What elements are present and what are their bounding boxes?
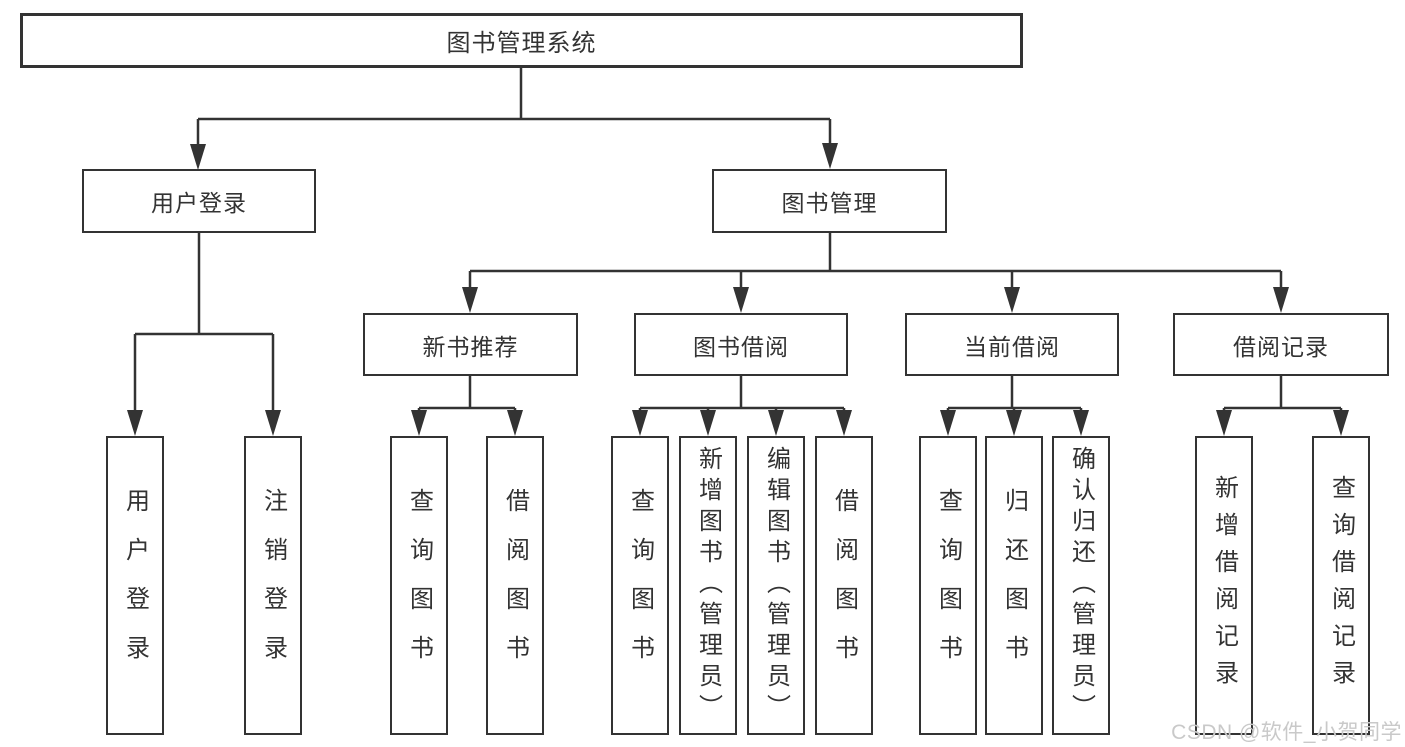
leaf-recommend-borrow-book: 借阅图书 bbox=[486, 436, 544, 735]
leaf-current-return-book: 归还图书 bbox=[985, 436, 1043, 735]
leaf-logout-login: 注销登录 bbox=[244, 436, 302, 735]
leaf-recommend-query-book: 查询图书 bbox=[390, 436, 448, 735]
leaf-user-login: 用户登录 bbox=[106, 436, 164, 735]
leaf-borrow-edit-book-admin: 编辑图书（管理员） bbox=[747, 436, 805, 735]
leaf-borrow-query-book: 查询图书 bbox=[611, 436, 669, 735]
leaf-user-login-label: 用户登录 bbox=[121, 487, 149, 684]
leaf-records-add-record: 新增借阅记录 bbox=[1195, 436, 1253, 735]
leaf-recommend-query-book-label: 查询图书 bbox=[405, 487, 433, 684]
leaf-borrow-add-book-admin-label: 新增图书（管理员） bbox=[694, 446, 722, 725]
node-borrow-records: 借阅记录 bbox=[1173, 313, 1389, 376]
leaf-current-confirm-return-admin: 确认归还（管理员） bbox=[1052, 436, 1110, 735]
node-library-management-system: 图书管理系统 bbox=[20, 13, 1023, 68]
node-new-book-recommend: 新书推荐 bbox=[363, 313, 578, 376]
leaf-records-add-record-label: 新增借阅记录 bbox=[1210, 474, 1238, 697]
csdn-watermark: CSDN @软件_小贺同学 bbox=[1171, 721, 1402, 744]
node-book-borrow: 图书借阅 bbox=[634, 313, 848, 376]
node-current-borrow: 当前借阅 bbox=[905, 313, 1119, 376]
leaf-current-return-book-label: 归还图书 bbox=[1000, 487, 1028, 684]
leaf-borrow-edit-book-admin-label: 编辑图书（管理员） bbox=[762, 446, 790, 725]
node-book-management: 图书管理 bbox=[712, 169, 947, 233]
leaf-borrow-add-book-admin: 新增图书（管理员） bbox=[679, 436, 737, 735]
leaf-borrow-borrow-book-label: 借阅图书 bbox=[830, 487, 858, 684]
leaf-borrow-borrow-book: 借阅图书 bbox=[815, 436, 873, 735]
leaf-current-query-book-label: 查询图书 bbox=[934, 487, 962, 684]
leaf-borrow-query-book-label: 查询图书 bbox=[626, 487, 654, 684]
leaf-records-query-record-label: 查询借阅记录 bbox=[1327, 474, 1355, 697]
leaf-current-query-book: 查询图书 bbox=[919, 436, 977, 735]
leaf-current-confirm-return-admin-label: 确认归还（管理员） bbox=[1067, 446, 1095, 725]
node-user-login: 用户登录 bbox=[82, 169, 316, 233]
leaf-records-query-record: 查询借阅记录 bbox=[1312, 436, 1370, 735]
leaf-recommend-borrow-book-label: 借阅图书 bbox=[501, 487, 529, 684]
leaf-logout-login-label: 注销登录 bbox=[259, 487, 287, 684]
